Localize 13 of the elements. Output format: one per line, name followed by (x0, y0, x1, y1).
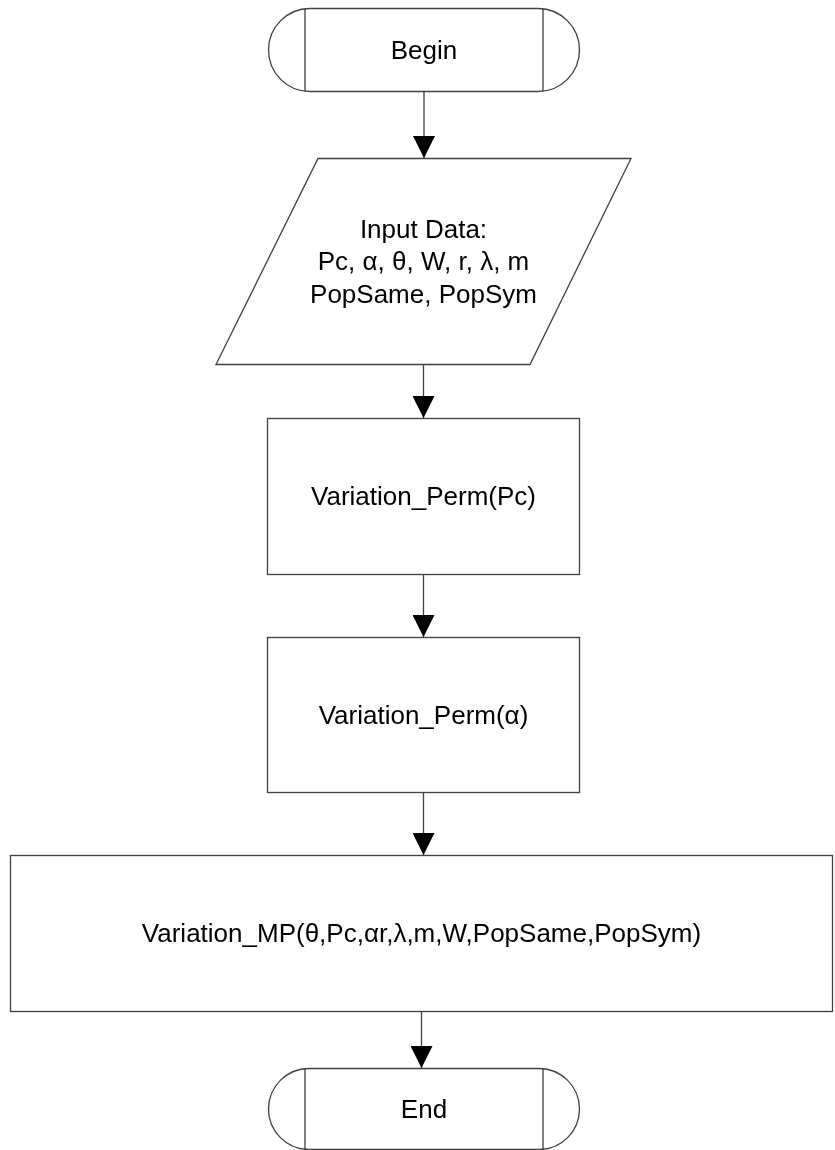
step-label: Pc, α, θ, W, r, λ, m (317, 245, 530, 278)
step-label: Variation_Perm(Pc) (311, 480, 536, 513)
step-label: End (400, 1092, 448, 1126)
arrow (410, 1011, 433, 1069)
step-label: Variation_Perm(α) (318, 698, 529, 732)
arrow (413, 91, 435, 159)
step-label: Begin (390, 33, 458, 67)
input-heading: Input Data: (359, 212, 488, 246)
arrow (412, 364, 435, 419)
arrow (412, 792, 435, 856)
step-label: Variation_MP(θ,Pc,αr,λ,m,W,PopSame,PopSym) (141, 917, 702, 950)
arrow (412, 574, 435, 638)
step-label: PopSame, PopSym (310, 277, 537, 311)
